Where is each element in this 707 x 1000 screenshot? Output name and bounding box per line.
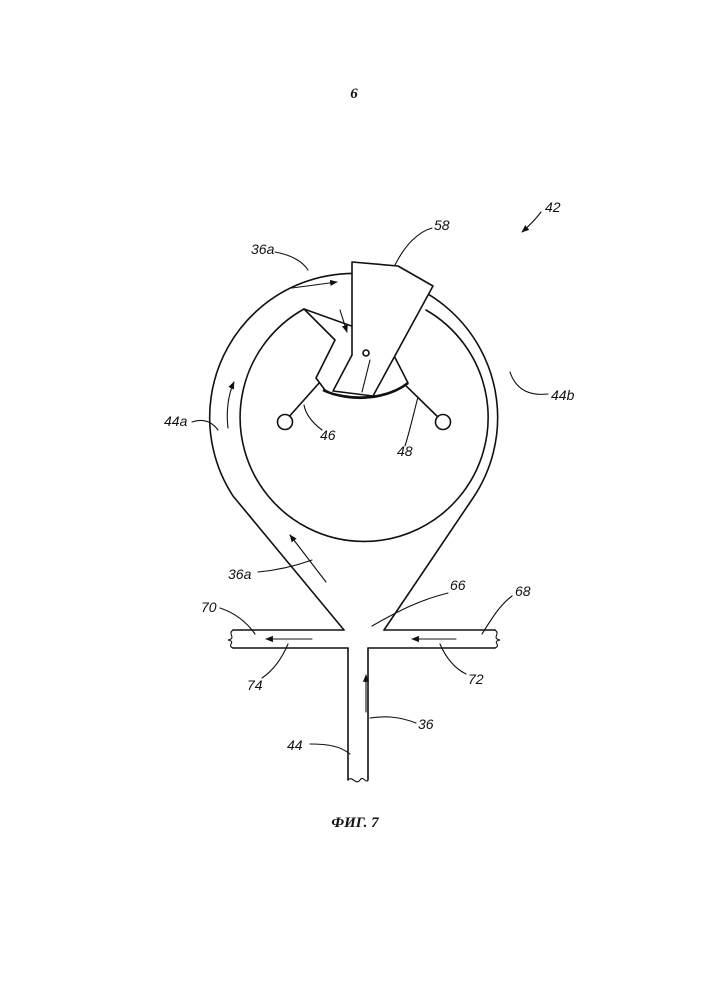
label-44b: 44b	[551, 387, 575, 403]
right-pipe-break	[495, 630, 500, 648]
label-70: 70	[201, 599, 217, 615]
figure-caption: ФИГ. 7	[310, 815, 400, 832]
flow-arrow-left-wall	[227, 382, 234, 428]
inlet-pipe	[348, 648, 368, 780]
leader-68	[482, 596, 512, 634]
pivot-46	[278, 415, 293, 430]
label-42: 42	[545, 199, 561, 215]
label-58: 58	[434, 217, 450, 233]
label-74: 74	[247, 677, 263, 693]
label-68: 68	[515, 583, 531, 599]
reference-arrow-42	[522, 212, 541, 232]
label-48: 48	[397, 443, 413, 459]
left-pipe-break	[228, 630, 233, 648]
leader-66	[372, 593, 448, 626]
leader-48	[405, 397, 418, 446]
leader-44a	[192, 420, 218, 430]
leader-36a-lower	[258, 560, 312, 572]
leader-36a-top	[275, 252, 308, 270]
pivot-48	[436, 415, 451, 430]
label-36: 36	[418, 716, 434, 732]
label-46: 46	[320, 427, 336, 443]
leader-44b	[510, 372, 548, 394]
label-36a-lower: 36a	[228, 566, 252, 582]
inlet-pipe-break	[348, 778, 368, 781]
label-66: 66	[450, 577, 466, 593]
leader-36	[370, 717, 416, 723]
leader-74	[262, 644, 288, 678]
label-72: 72	[468, 671, 484, 687]
leader-44	[310, 744, 350, 754]
leader-58	[395, 228, 432, 265]
flow-arrow-lower	[290, 535, 326, 582]
label-44: 44	[287, 737, 303, 753]
flap-hinge	[363, 350, 369, 356]
label-44a: 44a	[164, 413, 188, 429]
label-36a-top: 36a	[251, 241, 275, 257]
